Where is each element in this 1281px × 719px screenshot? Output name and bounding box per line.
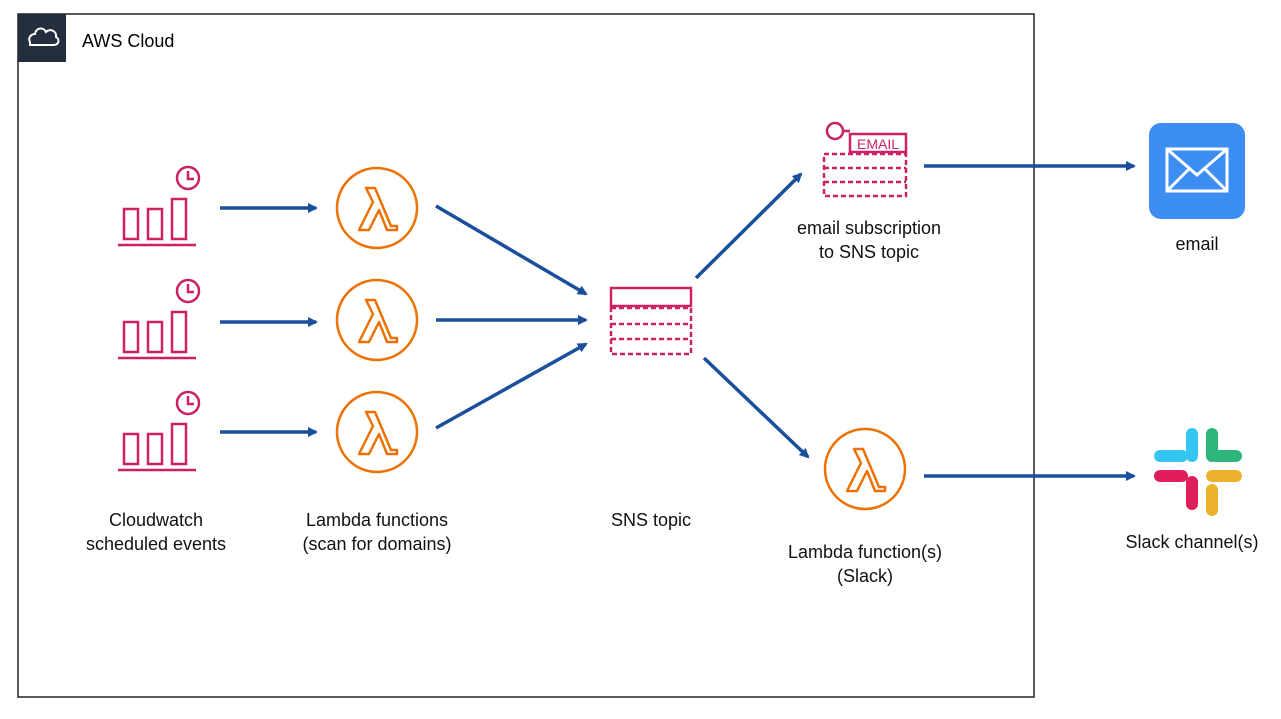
slack-channel-label: Slack channel(s): [1125, 532, 1259, 552]
lambda-functions-label: Lambda functions (scan for domains): [302, 510, 452, 554]
email-subscription-icon: EMAIL: [822, 121, 908, 198]
email-badge-label: EMAIL: [857, 136, 899, 152]
slack-icon: [1154, 428, 1242, 516]
lambda-icon: [335, 166, 419, 250]
cloudwatch-event-icon: [118, 390, 201, 472]
lambda-icon: [335, 390, 419, 474]
cloudwatch-event-icon: [118, 278, 201, 360]
cloud-icon: [18, 14, 66, 62]
arrow-sns-to-email-subscription: [694, 172, 803, 280]
aws-cloud-boundary: [17, 13, 1035, 698]
arrow-lambda-to-sns: [435, 204, 588, 296]
arrow-sns-to-lambda-slack: [702, 356, 810, 459]
lambda-slack-icon: [823, 427, 907, 511]
sns-topic-icon: [609, 286, 693, 356]
mail-icon: [1149, 123, 1245, 219]
lambda-icon: [335, 278, 419, 362]
aws-cloud-title: AWS Cloud: [82, 31, 175, 51]
email-label: email: [1175, 234, 1219, 254]
lambda-slack-label: Lambda function(s) (Slack): [787, 542, 943, 586]
cloudwatch-label: Cloudwatch scheduled events: [85, 510, 227, 554]
arrow-lambda-to-sns: [435, 342, 588, 430]
cloudwatch-event-icon: [118, 165, 201, 247]
sns-topic-label: SNS topic: [610, 510, 692, 530]
email-subscription-label: email subscription to SNS topic: [796, 218, 942, 262]
